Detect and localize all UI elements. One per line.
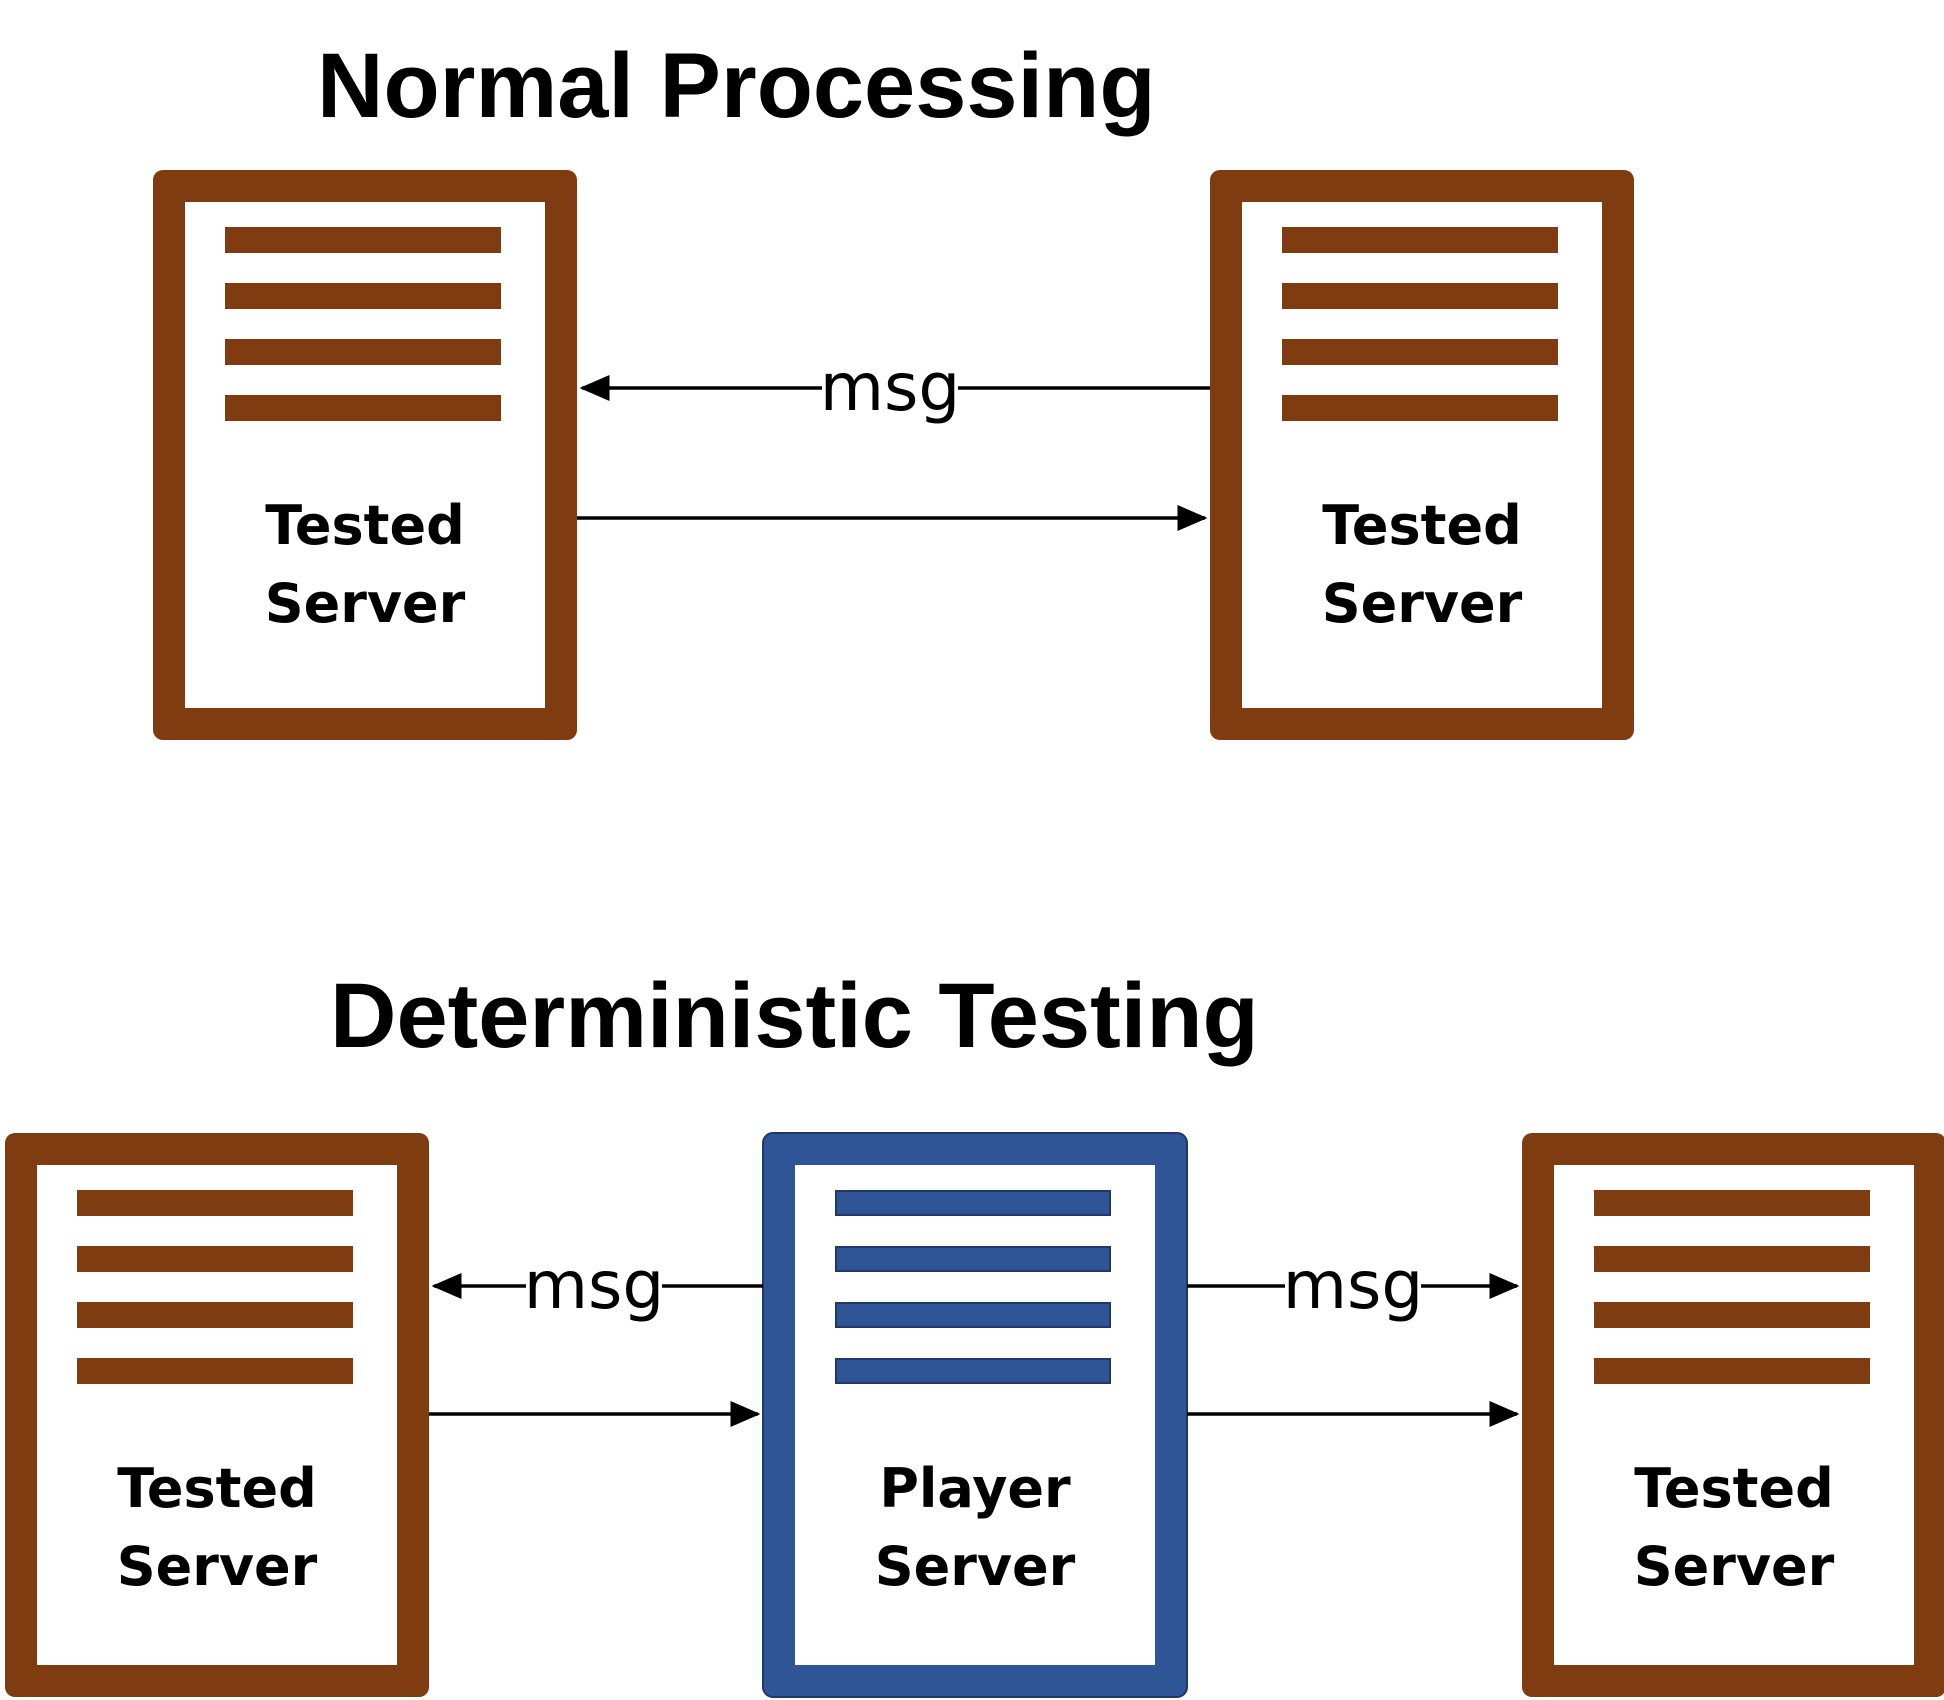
server-line bbox=[225, 339, 501, 365]
server-label-line-2: Server bbox=[264, 572, 466, 635]
deterministic-testing-title: Deterministic Testing bbox=[330, 965, 1259, 1067]
server-label-line-2: Server bbox=[1321, 572, 1523, 635]
server-label: Tested Server bbox=[1554, 1450, 1914, 1606]
tested-server-icon: Tested Server bbox=[5, 1133, 429, 1697]
tested-server-icon: Tested Server bbox=[1210, 170, 1634, 740]
server-label-line-2: Server bbox=[116, 1535, 318, 1598]
server-line bbox=[77, 1190, 353, 1216]
server-line bbox=[1594, 1302, 1870, 1328]
msg-label: msg bbox=[820, 349, 961, 426]
server-rack-lines bbox=[77, 1190, 353, 1414]
server-label: Tested Server bbox=[185, 487, 545, 643]
server-label-line-1: Tested bbox=[265, 494, 465, 557]
server-line bbox=[225, 395, 501, 421]
msg-label: msg bbox=[524, 1247, 665, 1324]
server-label-line-2: Server bbox=[874, 1535, 1076, 1598]
msg-label: msg bbox=[1283, 1247, 1424, 1324]
server-label: Player Server bbox=[795, 1450, 1155, 1606]
server-line bbox=[1594, 1246, 1870, 1272]
server-rack-lines bbox=[835, 1190, 1111, 1414]
server-line bbox=[225, 283, 501, 309]
server-line bbox=[1594, 1358, 1870, 1384]
server-line bbox=[1282, 339, 1558, 365]
msg-label-background bbox=[526, 1253, 662, 1313]
server-line bbox=[77, 1302, 353, 1328]
normal-processing-title: Normal Processing bbox=[317, 35, 1156, 137]
server-rack-lines bbox=[225, 227, 501, 451]
server-line bbox=[225, 227, 501, 253]
server-line bbox=[835, 1358, 1111, 1384]
server-line bbox=[1282, 283, 1558, 309]
tested-server-icon: Tested Server bbox=[153, 170, 577, 740]
server-rack-lines bbox=[1594, 1190, 1870, 1414]
server-rack-lines bbox=[1282, 227, 1558, 451]
server-line bbox=[1594, 1190, 1870, 1216]
server-line bbox=[77, 1246, 353, 1272]
server-line bbox=[1282, 227, 1558, 253]
server-label-line-1: Player bbox=[879, 1457, 1071, 1520]
msg-label-background bbox=[822, 355, 958, 415]
player-server-icon: Player Server bbox=[762, 1132, 1188, 1698]
server-line bbox=[1282, 395, 1558, 421]
msg-label-background bbox=[1285, 1253, 1421, 1313]
server-label: Tested Server bbox=[1242, 487, 1602, 643]
server-label-line-1: Tested bbox=[117, 1457, 317, 1520]
server-line bbox=[835, 1302, 1111, 1328]
tested-server-icon: Tested Server bbox=[1522, 1133, 1944, 1697]
server-line bbox=[835, 1246, 1111, 1272]
server-label-line-1: Tested bbox=[1322, 494, 1522, 557]
server-label-line-1: Tested bbox=[1634, 1457, 1834, 1520]
server-line bbox=[77, 1358, 353, 1384]
server-label-line-2: Server bbox=[1633, 1535, 1835, 1598]
server-label: Tested Server bbox=[37, 1450, 397, 1606]
server-line bbox=[835, 1190, 1111, 1216]
